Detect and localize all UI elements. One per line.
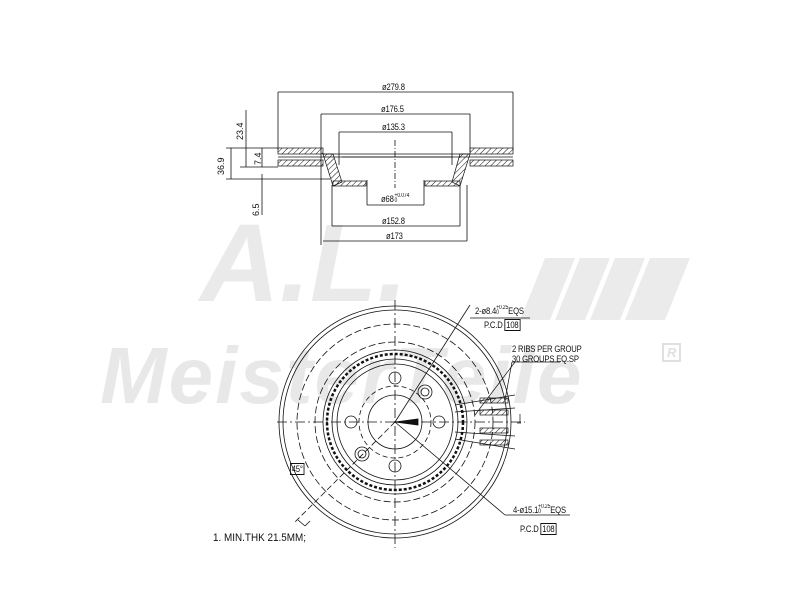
callout-ribs-line2: 30 GROUPS EQ.SP — [512, 354, 579, 364]
bolt-holes-spec: 4-ø15.1 — [513, 505, 539, 515]
dim-outer-diameter: ø279.8 — [382, 82, 405, 92]
angle-annotation: 45° — [290, 463, 305, 475]
min-thickness-note: 1. MIN.THK 21.5MM; — [213, 532, 306, 544]
bolt-holes-tol-upper: +0.25 — [538, 504, 551, 510]
bolt-holes-suffix: EQS — [550, 505, 566, 515]
callout-ribs-line1: 2 RIBS PER GROUP — [512, 344, 582, 354]
small-holes-suffix: EQS — [508, 306, 524, 316]
center-bore-tol-lower: 0 — [394, 198, 398, 204]
small-holes-tol-upper: +0.25 — [496, 305, 509, 311]
section-view — [226, 91, 514, 245]
dim-mount-face-diameter: ø152.8 — [382, 216, 405, 226]
callout-bolt-holes-pcd: P.C.D 108 — [520, 523, 557, 535]
dim-vent-gap: 7.4 — [253, 152, 263, 165]
small-holes-pcd-value: 108 — [504, 319, 521, 331]
dim-hat-outer-diameter: ø176.5 — [381, 104, 404, 114]
plan-view — [277, 300, 570, 548]
small-holes-spec: 2-ø8.4 — [475, 306, 497, 316]
callout-small-holes-pcd: P.C.D 108 — [484, 319, 521, 331]
small-holes-tol-lower: 0 — [496, 310, 499, 316]
center-bore-tol-upper: +0.074 — [394, 193, 410, 199]
small-holes-pcd-label: P.C.D — [484, 320, 503, 330]
section-hatching — [277, 147, 514, 187]
dim-overall-height: 36.9 — [216, 157, 226, 175]
dim-hat-depth: 23.4 — [235, 122, 245, 140]
bolt-holes-tol-lower: 0 — [538, 509, 541, 515]
bolt-holes-pcd-label: P.C.D — [520, 524, 539, 534]
dim-hat-inner-diameter: ø135.3 — [382, 122, 405, 132]
center-bore-value: ø68 — [381, 194, 394, 204]
dim-hub-thickness: 6.5 — [251, 203, 261, 216]
dim-hat-base-diameter: ø173 — [386, 231, 403, 241]
bolt-holes-pcd-value: 108 — [540, 523, 557, 535]
